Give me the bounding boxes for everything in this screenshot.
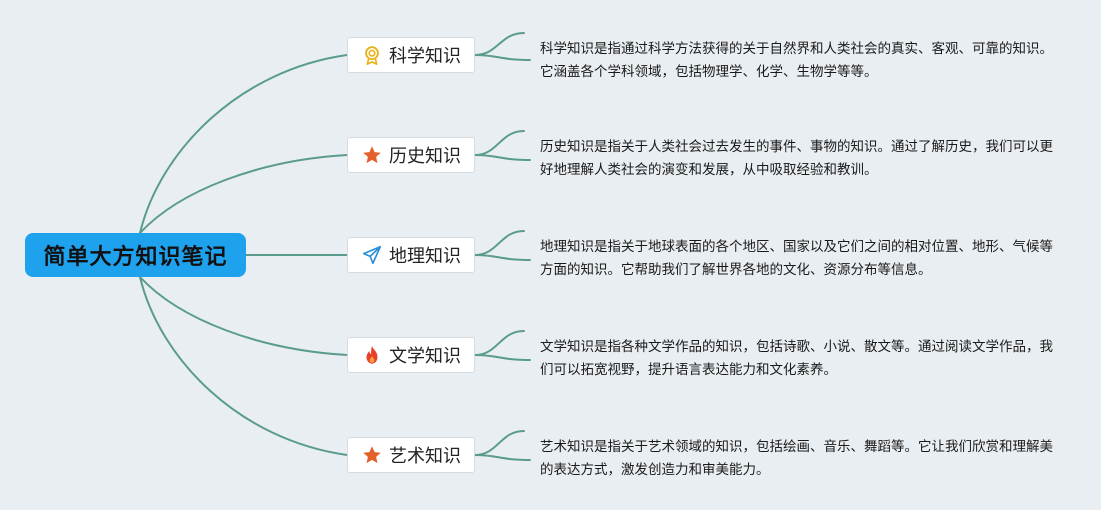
description-art: 艺术知识是指关于艺术领域的知识，包括绘画、音乐、舞蹈等。它让我们欣赏和理解美的表… <box>540 439 1053 478</box>
connector-root-topic-5 <box>139 276 348 456</box>
fire-icon <box>361 344 383 366</box>
description-science: 科学知识是指通过科学方法获得的关于自然界和人类社会的真实、客观、可靠的知识。它涵… <box>540 41 1053 80</box>
connector-bracket-2 <box>474 130 531 161</box>
description-literature: 文学知识是指各种文学作品的知识，包括诗歌、小说、散文等。通过阅读文学作品，我们可… <box>540 339 1053 378</box>
topic-node-literature[interactable]: 文学知识 <box>347 337 475 373</box>
topic-node-science[interactable]: 科学知识 <box>347 37 475 73</box>
connector-bracket-5 <box>474 430 531 461</box>
paper-plane-icon <box>361 244 383 266</box>
topic-label: 艺术知识 <box>389 446 461 467</box>
topic-label: 历史知识 <box>389 146 461 167</box>
root-title: 简单大方知识笔记 <box>43 245 228 270</box>
root-node[interactable]: 简单大方知识笔记 <box>25 233 246 277</box>
topic-node-geography[interactable]: 地理知识 <box>347 237 475 273</box>
connector-bracket-4 <box>474 330 531 361</box>
connector-root-topic-1 <box>139 54 348 234</box>
topic-node-art[interactable]: 艺术知识 <box>347 437 475 473</box>
connector-bracket-3 <box>474 230 531 261</box>
topic-node-history[interactable]: 历史知识 <box>347 137 475 173</box>
topic-label: 文学知识 <box>389 346 461 367</box>
connector-bracket-1 <box>474 32 531 61</box>
star-icon <box>361 144 383 166</box>
description-geography: 地理知识是指关于地球表面的各个地区、国家以及它们之间的相对位置、地形、气候等方面… <box>540 239 1053 278</box>
connector-root-topic-2 <box>139 154 348 234</box>
topic-label: 地理知识 <box>389 246 461 267</box>
connector-root-topic-4 <box>139 276 348 356</box>
topic-label: 科学知识 <box>389 46 461 67</box>
description-history: 历史知识是指关于人类社会过去发生的事件、事物的知识。通过了解历史，我们可以更好地… <box>540 139 1053 178</box>
star-icon <box>361 444 383 466</box>
medal-icon <box>361 44 383 66</box>
